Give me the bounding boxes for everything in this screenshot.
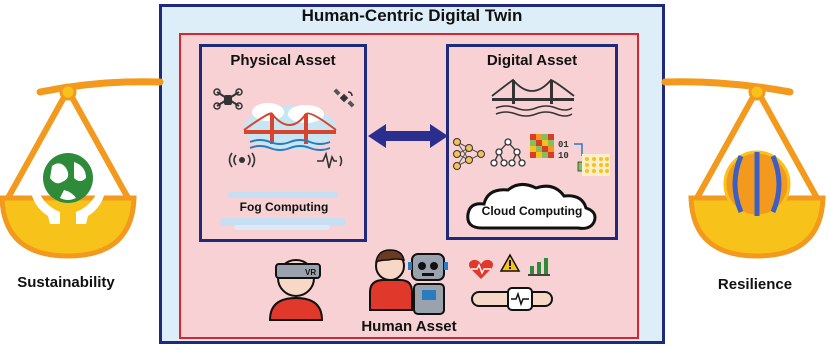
hands-icon (30, 182, 106, 224)
physical-asset-title: Physical Asset (230, 52, 336, 69)
heart-rate-icon (469, 259, 493, 279)
bar-chart-icon (528, 258, 550, 276)
scale-pan-strings (5, 88, 131, 200)
human-asset-label: Human Asset (361, 318, 457, 335)
double-arrow-icon (368, 124, 448, 148)
cloud-computing-label: Cloud Computing (481, 204, 583, 218)
satellite-icon (333, 88, 355, 108)
fog-computing-label: Fog Computing (239, 200, 329, 214)
scale-icon (0, 83, 137, 259)
scale-icon (688, 83, 826, 259)
diagram-title: Human-Centric Digital Twin (301, 6, 523, 25)
svg-text:01: 01 (558, 140, 569, 150)
wifi-signal-icon (228, 152, 256, 168)
warning-icon (499, 253, 521, 272)
person-icon (369, 249, 413, 311)
svg-text:10: 10 (558, 151, 569, 161)
smartwatch-icon (471, 287, 553, 311)
digital-asset-title: Digital Asset (486, 52, 578, 69)
drone-icon (213, 88, 243, 110)
vr-headset-icon: VR (268, 259, 324, 321)
scale-pan-strings (694, 88, 820, 200)
decision-tree-icon (490, 138, 526, 167)
bridge-icon (243, 103, 337, 151)
fog-band (220, 192, 346, 230)
heatmap-icon (530, 134, 554, 158)
sustainability-label: Sustainability (17, 274, 115, 291)
bridge-icon (491, 78, 575, 117)
vr-text: VR (305, 268, 316, 277)
grid-dots-icon (582, 154, 610, 176)
neural-network-icon (453, 138, 485, 170)
cloud-icon (466, 183, 597, 230)
resilience-label: Resilience (717, 276, 793, 293)
vibration-sensor-icon (317, 151, 343, 169)
basketball-icon (723, 150, 791, 218)
robot-icon (408, 253, 448, 315)
